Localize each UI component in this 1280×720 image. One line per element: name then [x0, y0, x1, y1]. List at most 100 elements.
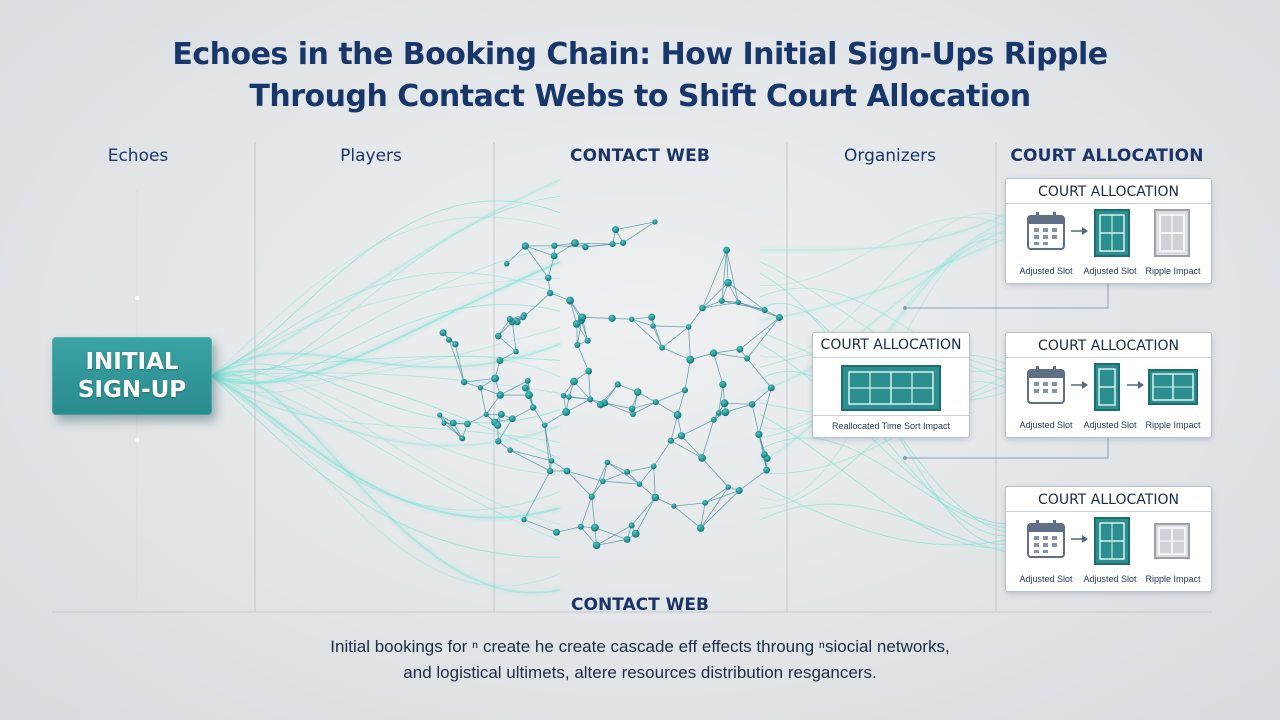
column-header-echoes: Echoes — [107, 146, 169, 166]
web-node — [541, 422, 548, 428]
web-edge — [726, 250, 729, 283]
web-node — [723, 246, 730, 254]
caption-line-1: Initial bookings for ⁿ create he create … — [330, 637, 950, 656]
web-node — [507, 447, 513, 453]
web-edge — [632, 401, 657, 415]
web-edge — [448, 339, 465, 383]
court-outline-icon — [1154, 209, 1190, 257]
slot-label: Adjusted Slot — [1083, 574, 1137, 584]
ripple-wave — [211, 375, 561, 542]
web-node — [761, 451, 768, 458]
web-edge — [670, 414, 678, 441]
echoes-dot-top — [135, 296, 139, 300]
web-edge — [480, 387, 487, 415]
web-edge — [604, 402, 633, 410]
card-divider — [813, 415, 969, 416]
web-edge — [580, 526, 597, 546]
ripple-wave — [759, 370, 1007, 537]
ripple-wave — [211, 375, 561, 519]
ripple-wave — [759, 237, 1007, 322]
web-node — [609, 240, 616, 248]
page-title: Echoes in the Booking Chain: How Initial… — [0, 34, 1280, 118]
web-node — [553, 528, 560, 536]
web-node — [496, 391, 504, 399]
web-edge — [713, 352, 724, 385]
web-node — [648, 313, 656, 321]
arrow-right-icon — [1071, 227, 1088, 235]
ripple-wave — [211, 272, 561, 377]
web-node — [503, 261, 510, 267]
web-edge — [509, 449, 552, 462]
court-icon — [1094, 209, 1130, 257]
web-edge — [615, 221, 656, 231]
web-node — [636, 481, 643, 487]
web-edge — [702, 300, 722, 309]
card-title: COURT ALLOCATION — [1038, 492, 1179, 508]
web-edge — [758, 387, 772, 435]
ripple-wave — [759, 213, 1007, 358]
web-node — [775, 314, 783, 321]
ripple-wave — [759, 343, 1007, 525]
web-edge — [702, 301, 739, 309]
web-node — [667, 437, 674, 444]
ripple-wave — [211, 200, 561, 377]
web-node — [600, 478, 606, 485]
web-edge — [677, 390, 686, 416]
web-node — [720, 399, 729, 408]
web-edge — [500, 380, 528, 396]
web-edge — [738, 469, 767, 491]
web-node — [614, 381, 621, 388]
web-node — [650, 463, 657, 470]
web-node — [572, 320, 581, 328]
web-node — [629, 316, 635, 322]
ripple-wave — [759, 503, 1007, 553]
web-node — [587, 396, 594, 403]
web-edge — [631, 497, 656, 526]
ripple-wave — [211, 375, 561, 558]
web-node — [633, 388, 642, 396]
web-edge — [701, 419, 715, 459]
caption-line-2: and logistical ultimets, altere resource… — [403, 663, 877, 682]
ripple-wave — [759, 287, 1007, 381]
court-allocation-card-1: COURT ALLOCATION Adjusted Slot Adjusted … — [1005, 178, 1212, 284]
web-edge — [553, 242, 576, 257]
web-edge — [594, 527, 628, 540]
arrow-right-icon — [1071, 381, 1088, 389]
web-node — [437, 412, 443, 418]
card-divider — [813, 357, 969, 358]
web-node — [718, 297, 725, 304]
initial-sign-up-block: INITIAL SIGN-UP — [52, 337, 212, 415]
web-node — [696, 524, 705, 532]
web-edge — [607, 462, 628, 473]
web-node — [560, 392, 567, 399]
web-node — [735, 487, 743, 495]
web-node — [755, 430, 763, 438]
ripple-wave — [211, 216, 561, 377]
card-divider — [1006, 203, 1211, 204]
web-node — [744, 355, 751, 362]
web-edge — [509, 449, 551, 472]
court-icon — [1094, 363, 1120, 411]
contact-web-bottom-label: CONTACT WEB — [571, 595, 709, 615]
web-node — [551, 242, 558, 249]
web-node — [735, 299, 742, 306]
web-edge — [569, 300, 578, 325]
web-node — [608, 314, 616, 322]
web-edge — [635, 497, 656, 534]
web-node — [459, 435, 466, 442]
web-edge — [631, 318, 663, 348]
web-node — [651, 493, 660, 502]
slot-label: Ripple Impact — [1145, 574, 1201, 584]
web-edge — [591, 481, 604, 497]
ripple-wave — [211, 277, 561, 377]
web-node — [449, 419, 457, 427]
web-node — [588, 493, 595, 500]
slot-label: Ripple Impact — [1145, 266, 1201, 276]
web-node — [767, 384, 775, 392]
web-edge — [702, 249, 727, 309]
web-node — [495, 332, 502, 340]
web-edge — [670, 440, 703, 459]
echoes-dot-bottom — [135, 438, 139, 442]
web-node — [630, 411, 636, 417]
web-edge — [701, 457, 729, 488]
